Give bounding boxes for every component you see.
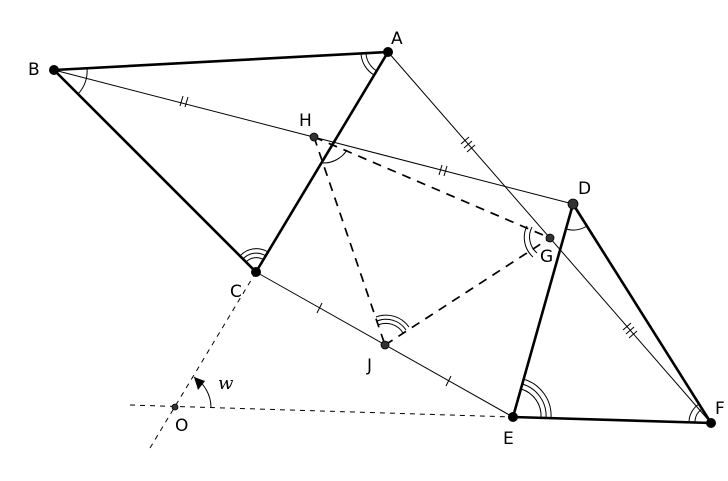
point-b [49, 65, 59, 75]
point-o [171, 403, 179, 411]
dashed-segment-hj [313, 136, 386, 346]
tick-marks-single [316, 302, 452, 387]
label-h: H [299, 111, 312, 131]
point-j [380, 340, 390, 350]
point-g [545, 233, 555, 243]
points [49, 47, 716, 428]
label-o: O [175, 416, 188, 436]
segment-ca [254, 50, 390, 274]
point-d [567, 198, 579, 210]
point-c [251, 267, 261, 277]
label-j: J [366, 356, 372, 376]
segment-ef [511, 415, 713, 425]
dashed-line-oe [129, 404, 514, 418]
dashed-line-oc [149, 271, 257, 449]
rotation-arrow-icon [194, 377, 205, 390]
point-f [706, 418, 716, 428]
point-a [383, 47, 393, 57]
tick-marks-triple [460, 136, 638, 339]
point-h [309, 132, 319, 142]
point-e [508, 412, 518, 422]
segment-ab [52, 50, 390, 72]
label-c: C [230, 282, 242, 302]
label-e: E [503, 429, 514, 449]
segment-de [511, 202, 575, 419]
segment-bc [52, 68, 258, 274]
dashed-segment-hg [313, 136, 551, 239]
tick-marks-double [179, 95, 448, 177]
label-f: F [715, 399, 725, 419]
dashed-segment-jg [384, 237, 551, 346]
angle-marks [77, 53, 703, 423]
label-b: B [28, 60, 40, 80]
label-w: w [218, 373, 234, 394]
segment-df [571, 202, 713, 425]
label-a: A [391, 29, 403, 49]
label-g: G [540, 247, 553, 267]
label-d: D [578, 179, 591, 199]
